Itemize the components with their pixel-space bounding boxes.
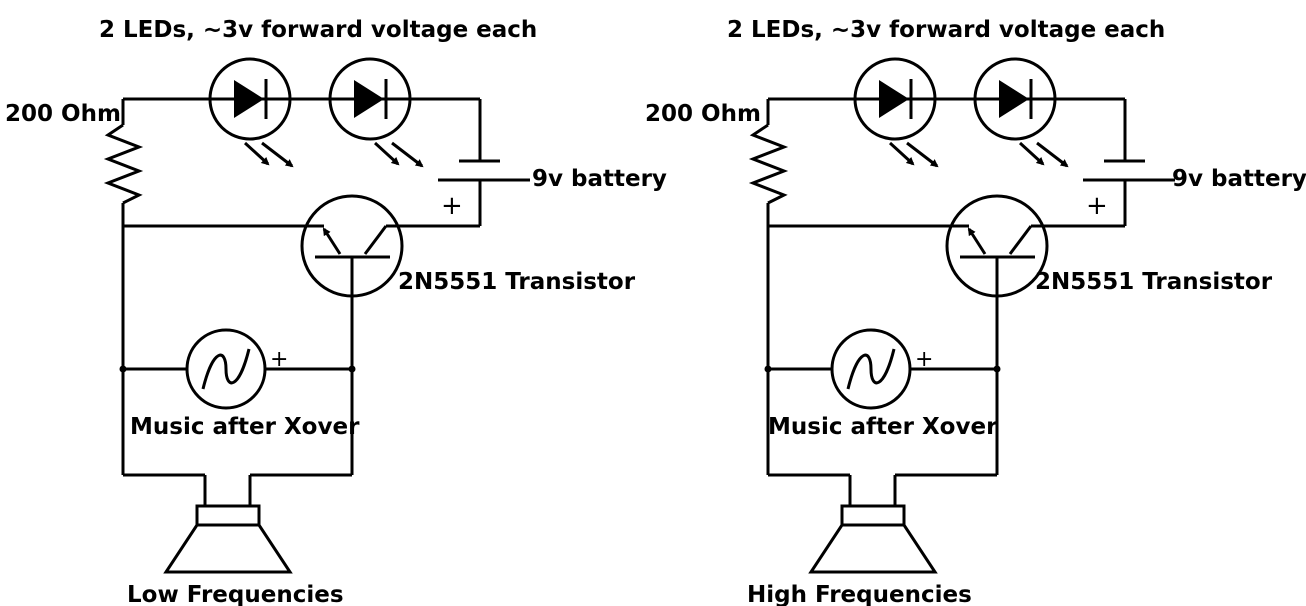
battery-symbol — [1040, 99, 1175, 228]
sine-wave-icon — [201, 348, 251, 390]
led-1 — [853, 57, 939, 168]
speaker-label: High Frequencies — [747, 582, 972, 606]
resistor-symbol — [748, 123, 789, 205]
battery-symbol — [395, 99, 530, 228]
diode-icon — [354, 80, 384, 118]
battery-polarity: + — [1086, 191, 1108, 221]
resistor-label: 200 Ohm — [645, 101, 761, 127]
ac-source-symbol — [185, 328, 267, 410]
led-2 — [328, 57, 424, 168]
battery-label: 9v battery — [1172, 166, 1306, 192]
circuit-right: + 2 LEDs, ~3v forward voltage each 200 O… — [645, 17, 1306, 606]
leds-label: 2 LEDs, ~3v forward voltage each — [727, 17, 1165, 43]
transistor-label: 2N5551 Transistor — [398, 269, 636, 295]
diode-icon — [234, 80, 264, 118]
led-1 — [208, 57, 294, 168]
battery-polarity: + — [441, 191, 463, 221]
diode-icon — [999, 80, 1029, 118]
speaker-icon — [808, 475, 938, 574]
junction-dot — [764, 365, 772, 373]
led-2 — [973, 57, 1069, 168]
source-polarity: + — [915, 347, 933, 372]
ac-source-symbol — [830, 328, 912, 410]
resistor-label: 200 Ohm — [5, 101, 121, 127]
transistor-symbol — [300, 194, 404, 369]
sine-wave-icon — [846, 348, 896, 390]
speaker-icon — [163, 475, 293, 574]
speaker-label: Low Frequencies — [127, 582, 344, 606]
circuit-left: + 2 LEDs, ~3v forward voltage each 200 O… — [5, 17, 667, 606]
junction-dot — [119, 365, 127, 373]
transistor-symbol — [945, 194, 1049, 369]
resistor-symbol — [103, 123, 144, 205]
source-polarity: + — [270, 347, 288, 372]
leds-label: 2 LEDs, ~3v forward voltage each — [99, 17, 537, 43]
battery-label: 9v battery — [532, 166, 667, 192]
source-label: Music after Xover — [768, 414, 998, 440]
source-label: Music after Xover — [130, 414, 360, 440]
transistor-label: 2N5551 Transistor — [1035, 269, 1273, 295]
diode-icon — [879, 80, 909, 118]
